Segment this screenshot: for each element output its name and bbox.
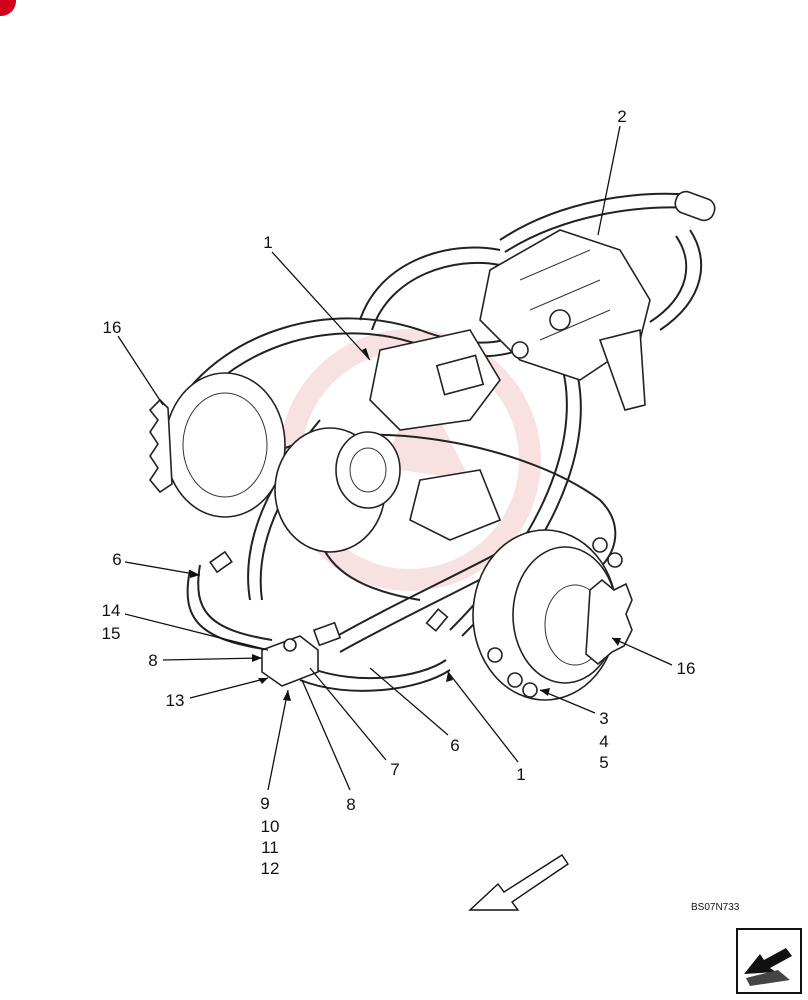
- callout-label: 16: [677, 659, 696, 678]
- callout-label: 12: [261, 859, 280, 878]
- manifold-block: [209, 550, 449, 687]
- callout-label: 16: [103, 318, 122, 337]
- callout-label: 10: [261, 817, 280, 836]
- reference-code: BS07N733: [691, 902, 740, 913]
- callout-label: 1: [263, 233, 272, 252]
- callout-label: 8: [346, 795, 355, 814]
- control-valve: [479, 190, 716, 411]
- callout-label: 9: [260, 794, 269, 813]
- navigation-button[interactable]: [736, 928, 802, 994]
- callout-label: 6: [450, 736, 459, 755]
- left-final-drive: [148, 372, 286, 518]
- arrow-icon: [468, 854, 569, 911]
- callout-label: 14: [102, 601, 121, 620]
- callout-labels: 1 2 16 6 14 15 8 13 9 10 11 12 8 7 6 1 3…: [102, 107, 696, 878]
- navigation-arrow-icon: [744, 948, 792, 986]
- pump-assembly: [274, 329, 502, 553]
- callout-label: 11: [261, 838, 279, 857]
- callout-label: 15: [102, 624, 121, 643]
- callout-label: 2: [617, 107, 626, 126]
- callout-label: 1: [516, 765, 525, 784]
- callout-label: 8: [148, 651, 157, 670]
- right-final-drive: [472, 529, 633, 701]
- leader-lines: [117, 125, 673, 791]
- callout-label: 7: [390, 760, 399, 779]
- callout-label: 6: [112, 550, 121, 569]
- callout-label: 13: [166, 691, 185, 710]
- callout-label: 4: [599, 732, 608, 751]
- callout-label: 5: [599, 753, 608, 772]
- callout-label: 3: [599, 709, 608, 728]
- leader-arrowheads: [190, 348, 621, 701]
